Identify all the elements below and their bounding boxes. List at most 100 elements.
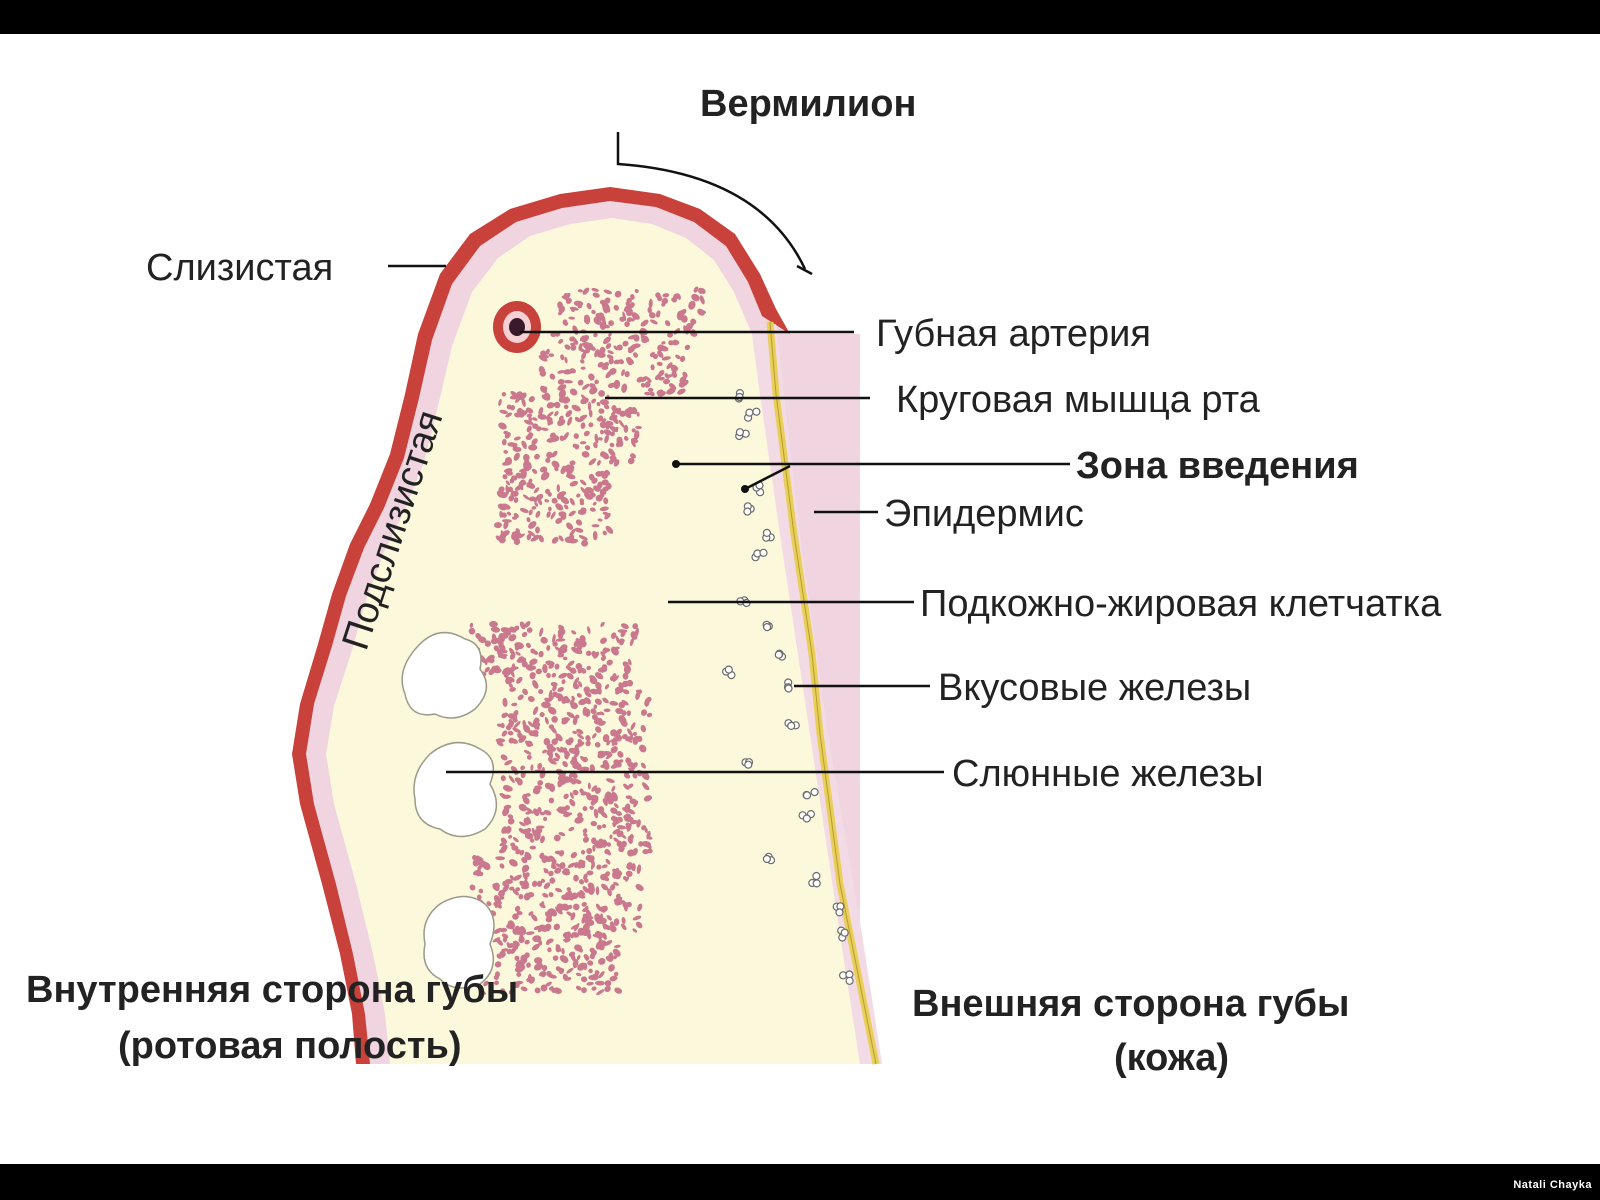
muscle-fiber — [623, 424, 629, 433]
muscle-fiber — [609, 675, 616, 682]
muscle-fiber — [580, 849, 586, 855]
label-inner-side-line1: Внутренняя сторона губы — [26, 969, 518, 1011]
muscle-fiber — [530, 648, 536, 654]
muscle-fiber — [580, 422, 586, 429]
muscle-fiber — [636, 412, 640, 417]
muscle-fiber — [622, 807, 630, 812]
muscle-fiber — [666, 388, 676, 395]
muscle-fiber — [668, 383, 677, 390]
muscle-fiber — [635, 425, 642, 430]
muscle-fiber — [501, 438, 507, 446]
muscle-fiber — [513, 436, 521, 441]
muscle-fiber — [603, 876, 610, 882]
muscle-fiber — [609, 834, 613, 840]
muscle-fiber — [598, 437, 603, 441]
muscle-fiber — [505, 484, 509, 495]
muscle-fiber — [501, 730, 508, 737]
muscle-fiber — [603, 497, 609, 505]
muscle-fiber — [546, 411, 554, 418]
muscle-fiber — [568, 951, 576, 957]
muscle-fiber — [532, 680, 539, 689]
muscle-fiber — [699, 288, 706, 294]
muscle-fiber — [622, 340, 629, 347]
muscle-fiber — [469, 622, 474, 628]
muscle-fiber — [571, 404, 581, 412]
muscle-fiber — [569, 460, 576, 466]
muscle-fiber — [608, 964, 615, 972]
muscle-fiber — [627, 308, 633, 315]
muscle-fiber — [519, 821, 526, 827]
muscle-fiber — [535, 526, 540, 534]
muscle-fiber — [596, 824, 602, 830]
muscle-fiber — [567, 416, 573, 426]
muscle-fiber — [528, 521, 537, 529]
muscle-fiber — [699, 295, 705, 305]
taste-gland — [762, 854, 772, 864]
taste-gland — [745, 408, 754, 417]
muscle-fiber — [581, 987, 587, 993]
muscle-fiber — [535, 493, 544, 501]
muscle-fiber — [578, 859, 583, 864]
muscle-fiber — [606, 778, 615, 783]
muscle-fiber — [603, 761, 610, 770]
muscle-fiber — [586, 665, 591, 671]
muscle-fiber — [566, 976, 572, 981]
muscle-fiber — [621, 917, 626, 924]
muscle-fiber — [506, 923, 514, 929]
muscle-fiber — [557, 779, 567, 786]
taste-gland — [810, 787, 819, 797]
muscle-fiber — [584, 905, 589, 911]
muscle-fiber — [507, 486, 514, 493]
muscle-fiber — [601, 418, 607, 423]
muscle-fiber — [588, 422, 594, 428]
muscle-fiber — [613, 918, 620, 926]
muscle-fiber — [583, 708, 590, 715]
muscle-fiber — [579, 441, 587, 445]
muscle-fiber — [519, 621, 526, 630]
muscle-fiber — [614, 944, 621, 949]
muscle-fiber — [495, 938, 504, 946]
muscle-fiber — [538, 650, 544, 658]
muscle-fiber — [569, 497, 575, 506]
muscle-fiber — [610, 646, 619, 656]
muscle-fiber — [555, 966, 562, 972]
muscle-fiber — [562, 432, 569, 441]
muscle-fiber — [576, 693, 582, 698]
muscle-fiber — [604, 420, 611, 430]
muscle-fiber — [498, 398, 502, 406]
muscle-fiber — [560, 496, 570, 505]
muscle-fiber — [602, 697, 609, 704]
muscle-fiber — [557, 370, 565, 374]
muscle-fiber — [656, 361, 663, 367]
muscle-fiber — [648, 298, 653, 309]
muscle-fiber — [538, 407, 544, 416]
muscle-fiber — [690, 318, 697, 325]
muscle-fiber — [630, 453, 636, 459]
muscle-fiber — [507, 676, 515, 683]
muscle-fiber — [630, 439, 636, 448]
taste-gland — [784, 684, 793, 693]
muscle-fiber — [569, 528, 576, 537]
muscle-fiber — [526, 482, 536, 489]
muscle-fiber — [569, 792, 574, 799]
muscle-fiber — [551, 672, 557, 678]
muscle-fiber — [519, 508, 529, 513]
muscle-fiber — [572, 730, 578, 735]
muscle-fiber — [641, 774, 649, 781]
muscle-fiber — [526, 413, 533, 418]
muscle-fiber — [618, 419, 625, 428]
muscle-fiber — [502, 936, 508, 943]
muscle-fiber — [621, 369, 625, 376]
muscle-fiber — [512, 940, 520, 947]
muscle-fiber — [558, 832, 566, 837]
muscle-fiber — [581, 451, 590, 458]
muscle-fiber — [494, 971, 500, 978]
muscle-fiber — [559, 850, 565, 857]
muscle-fiber — [597, 750, 607, 756]
muscle-fiber — [524, 851, 531, 858]
muscle-fiber — [550, 511, 556, 520]
transition-dot-2 — [741, 485, 749, 493]
muscle-fiber — [540, 427, 549, 431]
muscle-fiber — [601, 824, 607, 829]
muscle-fiber — [646, 830, 651, 840]
